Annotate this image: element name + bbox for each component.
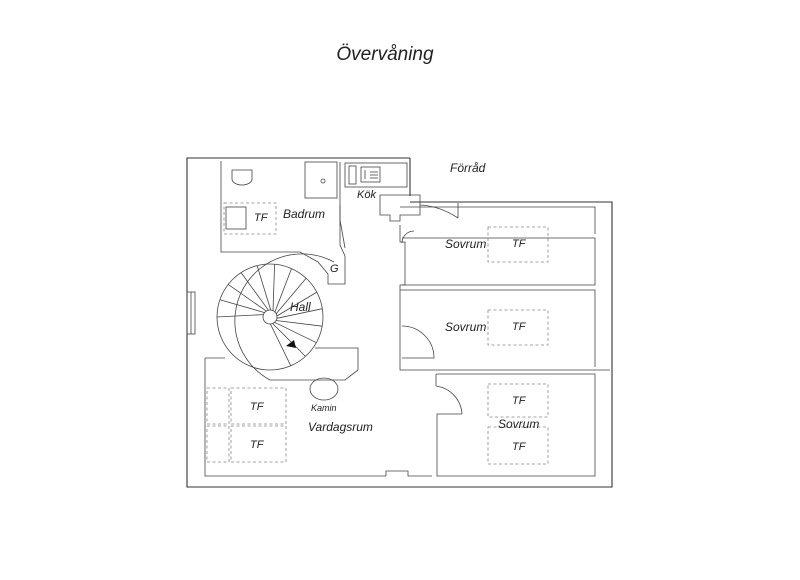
stair-tread [216, 314, 264, 318]
stair-tread [276, 291, 318, 317]
kitchen-sink [360, 166, 381, 183]
tf-label-bed2: TF [512, 321, 527, 333]
toilet [231, 169, 253, 186]
stair-tread [270, 323, 292, 366]
room-label-kamin: Kamin [311, 403, 337, 413]
shower-drain [320, 178, 326, 184]
stair-tread [272, 264, 275, 311]
kamin-stove [309, 377, 339, 401]
stair-arrow [286, 340, 296, 348]
stair-tread [219, 299, 265, 313]
stair-tread [276, 320, 323, 327]
bedroom-2-door [401, 325, 435, 359]
tf-label-bed3a: TF [512, 395, 527, 407]
room-label-hall: Hall [290, 300, 311, 314]
floor-title: Övervåning [336, 44, 434, 65]
room-label-kok: Kök [357, 189, 376, 201]
stair-tread [256, 265, 272, 311]
tf-label-living-1: TF [250, 401, 265, 413]
stair-tread [276, 308, 323, 319]
stair-tread [274, 268, 292, 313]
bedroom-1-door [401, 230, 415, 244]
shower-tray [304, 161, 338, 199]
tf-label-bed3b: TF [512, 441, 527, 453]
tf-label-bed1: TF [512, 238, 527, 250]
room-label-sovrum-2: Sovrum [445, 320, 486, 334]
hall-walls [399, 206, 610, 371]
kitchen-counter [344, 162, 408, 188]
stove [348, 165, 357, 185]
tf-boxes [206, 226, 549, 465]
chimney-block [379, 194, 421, 222]
stair-tread [274, 321, 317, 344]
bathroom [220, 161, 346, 285]
stair-tread [272, 323, 306, 357]
tf-label-bath: TF [254, 212, 269, 224]
room-label-sovrum-3: Sovrum [498, 417, 539, 431]
kitchen [339, 162, 421, 249]
room-label-forrad: Förråd [450, 161, 486, 175]
bathroom-sink [225, 206, 247, 230]
spiral-staircase [216, 253, 359, 381]
dormer-window [186, 291, 196, 335]
stair-tread [240, 272, 269, 311]
outer-walls [186, 157, 613, 488]
room-label-vardagsrum: Vardagsrum [308, 420, 373, 434]
stair-tread [227, 284, 267, 312]
stair-tread [275, 277, 307, 315]
bedroom-3-door [435, 385, 463, 415]
tf-label-living-2: TF [250, 439, 265, 451]
room-label-sovrum-1: Sovrum [445, 237, 486, 251]
room-label-badrum: Badrum [283, 207, 325, 221]
room-label-g: G [330, 263, 339, 275]
storage-door [419, 203, 459, 219]
lower-walls [204, 357, 596, 477]
tf-box-bath [223, 202, 277, 235]
